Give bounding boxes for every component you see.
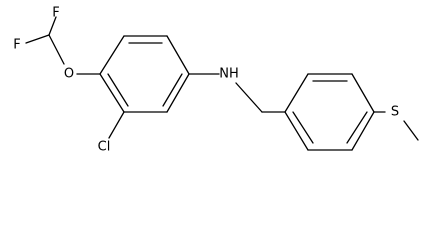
atom-fluorine-top: F — [52, 6, 59, 21]
atom-chlorine: Cl — [98, 140, 111, 155]
ring1-bond — [99, 73, 125, 113]
ring1-bond — [166, 35, 190, 75]
ring1-bond — [166, 73, 190, 113]
ring2-bond — [284, 73, 309, 113]
ring1-double-bond — [162, 73, 183, 107]
atom-labels: F F O NH Cl S — [13, 6, 399, 155]
bond-cf1 — [48, 16, 57, 36]
bond-ccl — [108, 111, 125, 139]
ring2-bond — [284, 111, 309, 151]
bond-cf2 — [25, 34, 50, 44]
atom-fluorine-left: F — [13, 38, 20, 53]
atom-amine: NH — [219, 67, 239, 82]
bond-co — [48, 34, 65, 65]
ring2-bond — [351, 111, 375, 151]
ring2-bond — [351, 73, 375, 113]
ring1-bond — [99, 35, 125, 75]
ring1-double-bond — [107, 73, 129, 107]
ring2-double-bond — [292, 111, 314, 144]
ring2-double-bond — [346, 111, 368, 144]
bond-sch3 — [403, 120, 419, 141]
structure-diagram: F F O NH Cl S — [13, 6, 419, 155]
atom-sulfur: S — [391, 105, 399, 120]
atom-oxygen: O — [64, 67, 74, 82]
bond-nch2 — [235, 82, 263, 113]
bonds — [25, 16, 419, 151]
